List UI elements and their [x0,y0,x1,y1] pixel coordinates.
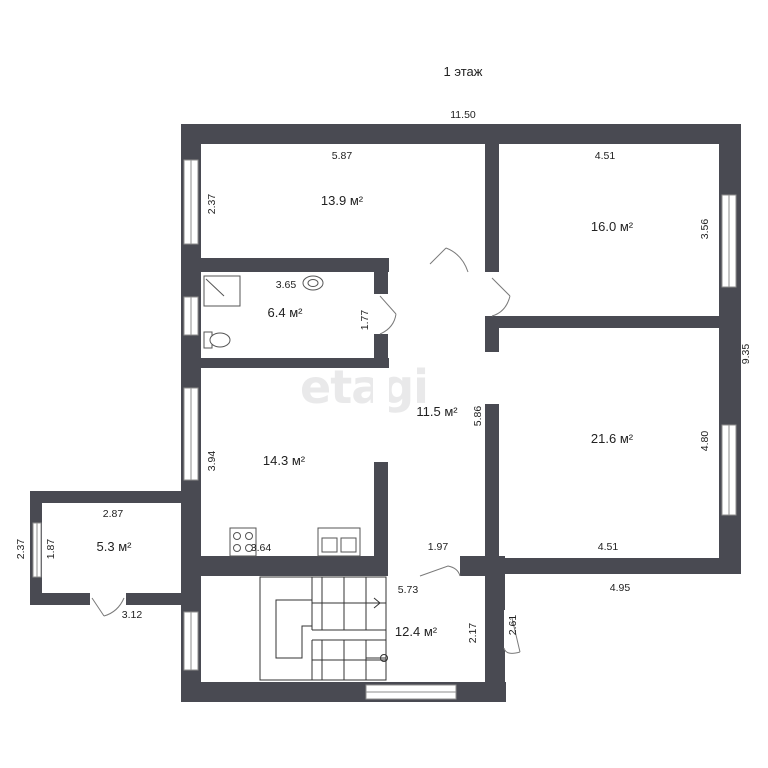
dimension-label: 4.51 [598,541,619,553]
window-r3 [183,296,199,336]
bathroom-fixtures [203,275,324,349]
floor-title: 1 этаж [444,64,483,79]
dimension-labels: 11.50 5.87 4.51 3.65 3.64 1.97 4.51 5.73… [15,109,752,643]
window-r5 [721,424,737,516]
dimension-label: 4.51 [595,150,616,162]
dimension-label: 3.64 [251,542,272,554]
stove-icon [229,527,257,557]
window-r8 [183,611,199,671]
dimension-label: 3.56 [699,219,711,240]
dimension-label: 3.12 [122,609,143,621]
dimension-label: 2.37 [15,539,27,560]
room-area-label: 21.6 м² [591,431,634,446]
dimension-label: 2.61 [507,615,519,636]
doors [91,247,521,654]
window-r1 [183,159,199,245]
dimension-label: 2.37 [206,194,218,215]
windows [32,159,737,700]
watermark-text: etagi [300,360,428,414]
room-area-label: 13.9 м² [321,193,364,208]
staircase [259,576,388,681]
room-areas: 13.9 м² 16.0 м² 6.4 м² 11.5 м² 21.6 м² 1… [97,193,634,639]
room-area-label: 6.4 м² [268,305,304,320]
dimension-label: 3.94 [206,451,218,472]
dimension-label: 1.77 [359,310,371,331]
dimension-label: 5.86 [472,406,484,427]
dimension-total-height: 9.35 [740,344,752,365]
window-r2 [721,194,737,288]
dimension-label: 5.87 [332,150,353,162]
room-area-label: 5.3 м² [97,539,133,554]
window-bottom [365,684,457,700]
dimension-label: 2.87 [103,508,124,520]
room-area-label: 16.0 м² [591,219,634,234]
room-area-label: 14.3 м² [263,453,306,468]
window-r7 [32,522,42,578]
window-r6 [183,387,199,481]
kitchen-fixtures [229,527,361,557]
dimension-label: 4.80 [699,431,711,452]
dimension-label: 2.17 [467,623,479,644]
dimension-label: 3.65 [276,279,297,291]
dimension-label: 4.95 [610,582,631,594]
dimension-label: 1.97 [428,541,449,553]
shower-icon [203,275,241,307]
dimension-label: 5.73 [398,584,419,596]
dimension-label: 1.87 [45,539,57,560]
dimension-total-width: 11.50 [450,109,476,121]
room-area-label: 12.4 м² [395,624,438,639]
room-area-label: 11.5 м² [416,404,458,419]
